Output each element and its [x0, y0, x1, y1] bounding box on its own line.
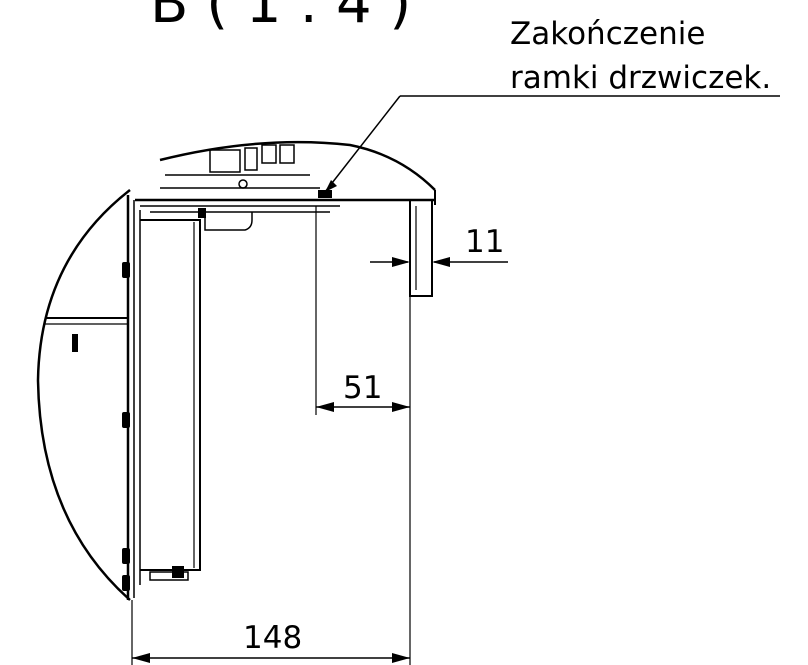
dimension-11-label: 11 [465, 224, 504, 260]
callout-leader [324, 95, 780, 193]
dimension-148: 148 [131, 600, 410, 665]
dimension-148-label: 148 [243, 620, 302, 656]
dimension-51: 51 [315, 206, 411, 665]
door-frame-section [45, 144, 436, 600]
detail-title: B ( 1 : 4 ) [150, 0, 411, 36]
dimension-11: 11 [370, 224, 508, 267]
callout-line-2: ramki drzwiczek. [510, 60, 771, 96]
callout-line-1: Zakończenie [510, 16, 705, 52]
dimension-51-label: 51 [343, 370, 382, 406]
